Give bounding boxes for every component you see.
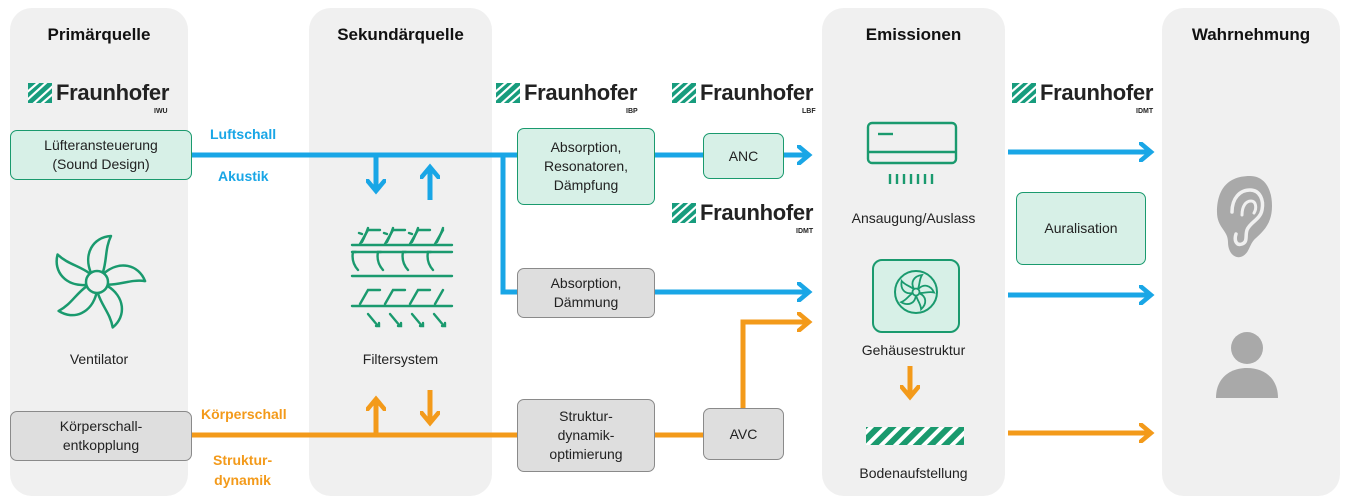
airborne-branch	[500, 155, 518, 295]
avc-to-housing-arrow	[740, 322, 808, 408]
logo-name: Fraunhofer	[56, 80, 170, 105]
fraunhofer-logo-idmt-center: Fraunhofer IDMT	[669, 200, 822, 235]
logo-institute: IBP	[626, 108, 638, 115]
flow-label-airborne: Luftschall	[210, 126, 277, 142]
fraunhofer-mark-icon	[669, 200, 699, 226]
column-title-primary: Primärquelle	[47, 25, 151, 44]
ventilator-label: Ventilator	[69, 351, 129, 367]
intake-label: Ansaugung/Auslass	[851, 210, 976, 226]
filter-label: Filtersystem	[362, 351, 439, 367]
flow-label-structure-borne: Körperschall	[201, 406, 287, 422]
fraunhofer-mark-icon	[1009, 80, 1039, 106]
fraunhofer-mark-icon	[669, 80, 699, 106]
column-title-perception: Wahrnehmung	[1191, 25, 1311, 44]
box-structure-dynamics-label: Struktur- dynamik- optimierung	[549, 408, 623, 462]
fraunhofer-mark-icon	[25, 80, 55, 106]
fraunhofer-logo-lbf: Fraunhofer LBF	[669, 80, 822, 115]
fraunhofer-logo-ibp: Fraunhofer IBP	[493, 80, 646, 115]
box-anc: ANC	[703, 133, 784, 179]
box-avc-label: AVC	[729, 425, 758, 442]
box-auralisation-label: Auralisation	[1044, 220, 1118, 236]
fraunhofer-logo-idmt-right: Fraunhofer IDMT	[1009, 80, 1162, 115]
flow-label-structure-dynamics: Struktur- dynamik	[213, 452, 273, 488]
fraunhofer-logo-iwu: Fraunhofer IWU	[25, 80, 178, 115]
flow-label-acoustic: Akustik	[218, 168, 269, 184]
box-anc-label: ANC	[728, 147, 759, 164]
fraunhofer-mark-icon	[493, 80, 523, 106]
box-absorption-resonators-label: Absorption, Resonatoren, Dämpfung	[543, 139, 629, 193]
floor-label: Bodenaufstellung	[859, 465, 968, 481]
box-decoupling: Körperschall- entkopplung	[10, 411, 192, 461]
box-structure-dynamics: Struktur- dynamik- optimierung	[517, 399, 655, 472]
box-absorption-insulation: Absorption, Dämmung	[517, 268, 655, 318]
box-absorption-insulation-label: Absorption, Dämmung	[550, 275, 622, 310]
box-fan-control-label: Lüfteransteuerung (Sound Design)	[44, 137, 158, 172]
box-fan-control: Lüfteransteuerung (Sound Design)	[10, 130, 192, 180]
logo-institute: LBF	[802, 108, 816, 115]
box-avc: AVC	[703, 408, 784, 460]
logo-name: Fraunhofer	[700, 200, 814, 225]
column-title-secondary: Sekundärquelle	[337, 25, 464, 44]
logo-name: Fraunhofer	[700, 80, 814, 105]
logo-name: Fraunhofer	[524, 80, 638, 105]
box-absorption-resonators: Absorption, Resonatoren, Dämpfung	[517, 128, 655, 205]
logo-institute: IDMT	[796, 228, 814, 235]
logo-institute: IWU	[154, 108, 168, 115]
logo-name: Fraunhofer	[1040, 80, 1154, 105]
box-auralisation: Auralisation	[1016, 192, 1146, 265]
panel-emissions	[822, 8, 1005, 496]
logo-institute: IDMT	[1136, 108, 1154, 115]
housing-label: Gehäusestruktur	[861, 342, 966, 358]
box-decoupling-label: Körperschall- entkopplung	[59, 418, 143, 453]
column-title-emissions: Emissionen	[865, 25, 962, 44]
